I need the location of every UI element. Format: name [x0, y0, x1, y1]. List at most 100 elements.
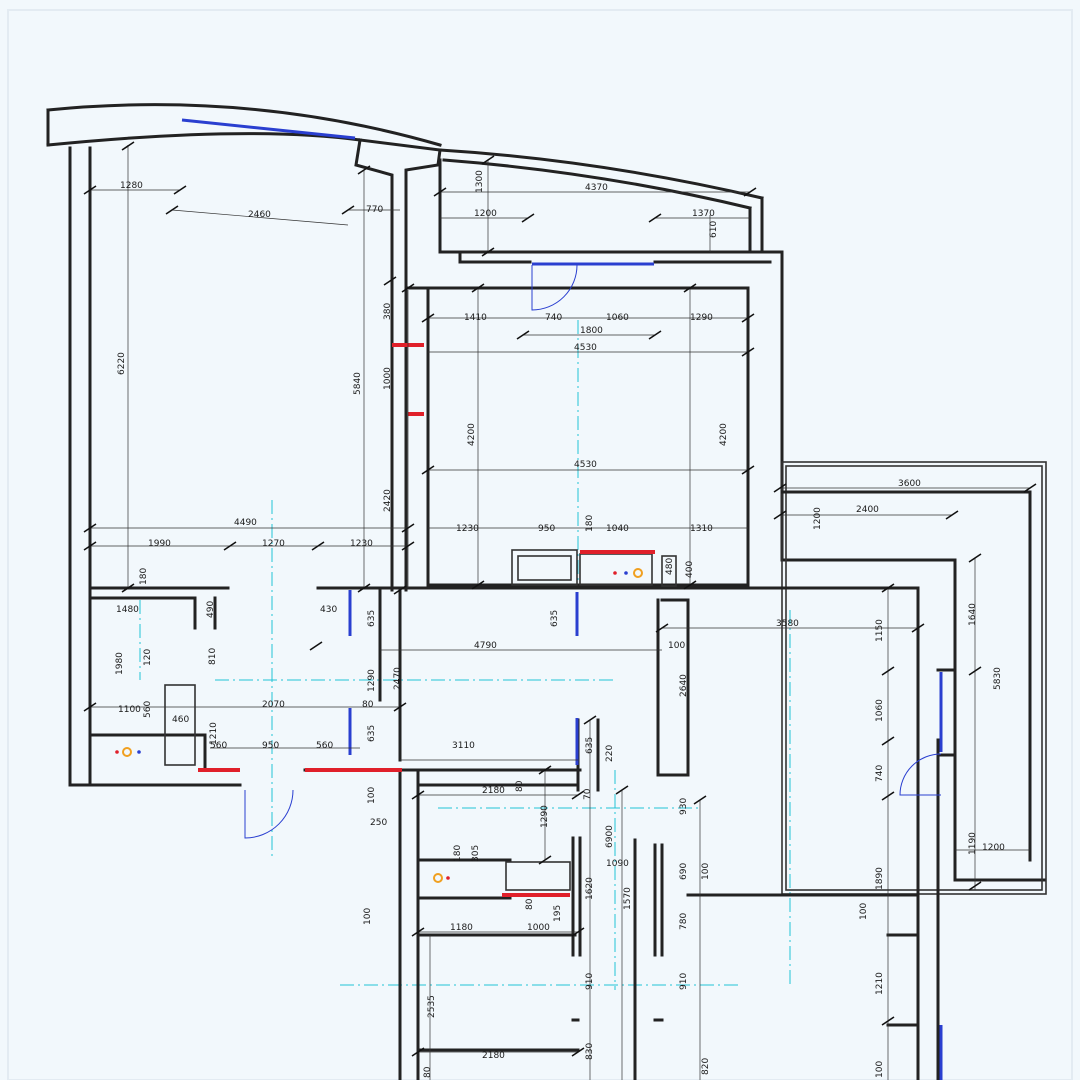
- dim-label: 100: [363, 908, 373, 925]
- dim-label: 2640: [679, 674, 689, 697]
- dim-label: 560: [210, 741, 227, 751]
- interior-walls: [88, 549, 920, 1080]
- dim-label: 1480: [116, 605, 139, 615]
- dim-label: 2535: [427, 995, 437, 1018]
- center-axes: [139, 320, 791, 990]
- dim-label: 1280: [120, 181, 143, 191]
- dim-label: 1370: [692, 209, 715, 219]
- dim-label: 1290: [690, 313, 713, 323]
- dim-label: 3580: [776, 619, 799, 629]
- dim-label: 1270: [262, 539, 285, 549]
- dim-label: 910: [585, 973, 595, 990]
- dim-label: 250: [370, 818, 387, 828]
- dim-label: 460: [172, 715, 189, 725]
- dim-label: 80: [362, 700, 374, 710]
- dim-label: 490: [206, 601, 216, 618]
- dim-label: 400: [685, 561, 695, 578]
- dim-label: 930: [679, 798, 689, 815]
- dim-label: 1040: [606, 524, 629, 534]
- dim-label: 2420: [383, 489, 393, 512]
- dim-label: 80: [515, 780, 525, 792]
- dim-label: 1060: [606, 313, 629, 323]
- dim-label: 1410: [464, 313, 487, 323]
- dim-label: 1000: [527, 923, 550, 933]
- dim-label: 1180: [450, 923, 473, 933]
- dim-label: 4490: [234, 518, 257, 528]
- dim-label: 2470: [393, 667, 403, 690]
- dim-label: 770: [366, 205, 383, 215]
- dim-label: 6900: [605, 825, 615, 848]
- dim-label: 1800: [580, 326, 603, 336]
- dim-label: 830: [585, 1043, 595, 1060]
- dimension-lines: [90, 145, 1030, 1080]
- dim-label: 740: [875, 765, 885, 782]
- dim-label: 820: [701, 1058, 711, 1075]
- dim-label: 635: [585, 737, 595, 754]
- dim-label: 100: [701, 863, 711, 880]
- dim-label: 635: [367, 725, 377, 742]
- dim-label: 1300: [475, 170, 485, 193]
- dim-label: 4530: [574, 460, 597, 470]
- dimension-ticks: [83, 141, 1037, 1057]
- dim-label: 4530: [574, 343, 597, 353]
- dim-label: 1200: [813, 507, 823, 530]
- dim-label: 5830: [993, 667, 1003, 690]
- dimension-labels: 1280 2460 770 1300 4370 1200 1370 610 62…: [115, 170, 1005, 1078]
- fixtures: [115, 568, 643, 883]
- dim-label: 1190: [968, 832, 978, 855]
- dim-label: 1150: [875, 619, 885, 642]
- dim-label: 950: [262, 741, 279, 751]
- dim-label: 560: [316, 741, 333, 751]
- dim-label: 1310: [690, 524, 713, 534]
- dim-label: 1570: [623, 887, 633, 910]
- dim-label: 305: [471, 845, 481, 862]
- dim-label: 6220: [117, 352, 127, 375]
- dim-label: 635: [367, 610, 377, 627]
- dim-label: 3600: [898, 479, 921, 489]
- dim-label: 1290: [540, 805, 550, 828]
- dim-label: 4200: [467, 423, 477, 446]
- dim-label: 1640: [968, 603, 978, 626]
- dim-label: 220: [605, 745, 615, 762]
- dim-label: 4790: [474, 641, 497, 651]
- dim-label: 380: [383, 303, 393, 320]
- dim-label: 1620: [585, 877, 595, 900]
- dim-label: 100: [367, 787, 377, 804]
- dim-label: 195: [553, 905, 563, 922]
- dim-label: 2070: [262, 700, 285, 710]
- dim-label: 1000: [383, 367, 393, 390]
- dim-label: 5840: [353, 372, 363, 395]
- dim-label: 2180: [482, 786, 505, 796]
- dim-label: 1090: [606, 859, 629, 869]
- dim-label: 1290: [367, 669, 377, 692]
- dim-label: 180: [585, 515, 595, 532]
- dim-label: 100: [668, 641, 685, 651]
- dim-label: 180: [453, 845, 463, 862]
- dim-label: 740: [545, 313, 562, 323]
- dim-label: 690: [679, 863, 689, 880]
- dim-label: 560: [143, 701, 153, 718]
- dim-label: 2180: [482, 1051, 505, 1061]
- dim-label: 1230: [456, 524, 479, 534]
- dim-label: 80: [525, 898, 535, 910]
- dim-label: 635: [550, 610, 560, 627]
- dim-label: 120: [143, 649, 153, 666]
- dim-label: 1980: [115, 652, 125, 675]
- sheet-border: [7, 9, 1073, 1080]
- dim-label: 1200: [474, 209, 497, 219]
- dim-label: 80: [423, 1066, 433, 1078]
- windows-doors: [181, 118, 943, 1080]
- dim-label: 780: [679, 913, 689, 930]
- dim-label: 2400: [856, 505, 879, 515]
- dim-label: 430: [320, 605, 337, 615]
- dim-label: 3110: [452, 741, 475, 751]
- dim-label: 100: [875, 1061, 885, 1078]
- dim-label: 1200: [982, 843, 1005, 853]
- dim-label: 1210: [209, 722, 219, 745]
- dim-label: 4370: [585, 183, 608, 193]
- dim-label: 70: [583, 788, 593, 800]
- dim-label: 950: [538, 524, 555, 534]
